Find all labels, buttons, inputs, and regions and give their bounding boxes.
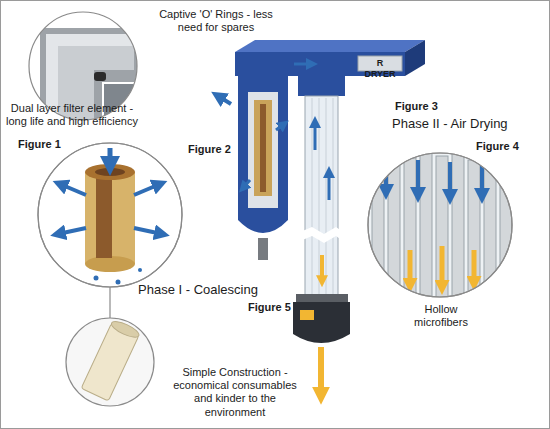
figure-label: Figure 2 [188, 143, 236, 156]
callout-circle [38, 143, 182, 287]
microfiber-detail [368, 148, 512, 301]
callout-outline [365, 136, 545, 301]
callout-circle: Figure 4 [365, 136, 545, 301]
dryer-housing [218, 40, 425, 394]
consumable-detail [66, 318, 154, 406]
callout-outline [2, 100, 187, 290]
figure-label: Figure 1 [18, 138, 68, 151]
figure-label: Figure 4 [476, 140, 532, 153]
leader-line [109, 287, 110, 318]
part-label: Hollow microfibers [403, 303, 479, 329]
nameplate-text: R DRYER [360, 58, 400, 80]
callout-circle-outline [368, 153, 512, 297]
callout-circle: Dual layer filter element - long life an… [2, 100, 187, 290]
feature-note: Dual layer filter element - long life an… [2, 102, 142, 128]
figure-label: Figure 3 [395, 100, 451, 113]
feature-note: Simple Construction - economical consuma… [170, 366, 300, 419]
feature-note: Captive 'O' Rings - less need for spares [150, 8, 282, 34]
phase-label: Phase II - Air Drying [392, 116, 532, 132]
filter-element-detail [38, 143, 182, 287]
callout-circle [66, 318, 154, 406]
callout-circle [368, 153, 512, 297]
phase-label: Phase I - Coalescing [138, 282, 278, 298]
figure-label: Figure 5 [248, 301, 296, 314]
callout-circle-outline [38, 143, 182, 287]
